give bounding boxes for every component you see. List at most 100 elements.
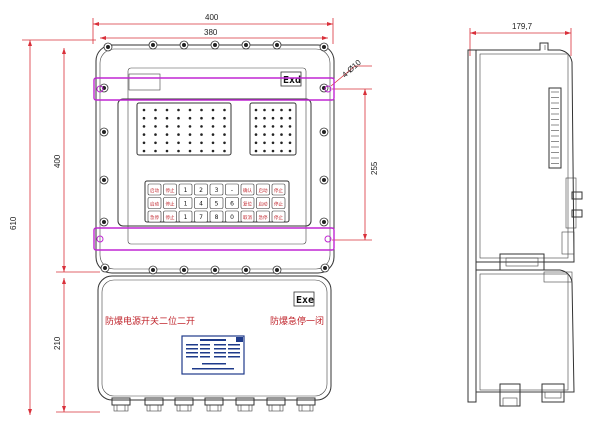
indicator-led-icon <box>254 116 258 120</box>
bolt-icon <box>319 217 329 227</box>
keypad-key[interactable]: 急停 <box>256 210 270 223</box>
keypad-key[interactable]: 停止 <box>163 183 177 196</box>
keypad-key[interactable]: 2 <box>194 183 208 196</box>
keypad-key[interactable]: 4 <box>194 197 208 209</box>
keypad-key-label: 1 <box>184 187 188 194</box>
keypad-key[interactable]: 0 <box>225 210 239 223</box>
indicator-led-icon <box>254 133 258 136</box>
bolt-icon <box>319 175 329 185</box>
bolt-icon <box>210 40 220 50</box>
indicator-led-icon <box>280 149 283 153</box>
indicator-led-icon <box>154 116 157 120</box>
indicator-led-icon <box>288 125 292 128</box>
indicator-led-icon <box>211 149 215 153</box>
emergency-stop-label: 防爆急停一闭 <box>270 315 324 327</box>
indicator-led-icon <box>165 133 169 136</box>
indicator-led-icon <box>211 108 215 112</box>
bolt-icon <box>100 263 110 273</box>
indicator-led-icon <box>188 125 192 128</box>
indicator-led-icon <box>165 108 169 112</box>
keypad-key[interactable]: 急停 <box>147 210 162 223</box>
cable-gland-icon <box>174 397 194 412</box>
bolt-icon <box>320 263 330 273</box>
side-view <box>467 42 583 407</box>
keypad-key-label: 启动 <box>259 187 268 194</box>
cable-gland-icon <box>296 397 316 412</box>
keypad-key[interactable]: 启动 <box>256 183 270 196</box>
keypad-key-label: 1 <box>184 214 188 221</box>
indicator-led-icon <box>288 108 292 112</box>
keypad-key[interactable]: 1 <box>178 210 193 223</box>
indicator-led-icon <box>154 125 157 128</box>
indicator-led-icon <box>200 133 203 136</box>
keypad-key-label: 停止 <box>274 187 283 194</box>
indicator-led-icon <box>288 116 292 120</box>
keypad-key[interactable]: 1 <box>178 197 193 209</box>
indicator-led-icon <box>142 116 146 120</box>
indicator-led-icon <box>223 108 226 112</box>
indicator-led-icon <box>142 125 146 128</box>
indicator-led-icon <box>165 125 169 128</box>
indicator-led-icon <box>263 149 266 153</box>
dimension-lower-height-label: 210 <box>53 336 62 350</box>
indicator-led-icon <box>263 133 266 136</box>
keypad-key[interactable]: 停止 <box>163 210 177 223</box>
bolt-icon <box>103 42 113 52</box>
indicator-led-icon <box>211 125 215 128</box>
indicator-led-icon <box>211 116 215 120</box>
keypad-key-label: 停止 <box>166 201 175 208</box>
keypad-key-label: 0 <box>230 214 234 221</box>
dimension-side-depth-label: 179,7 <box>512 22 533 31</box>
bolt-icon <box>99 175 109 185</box>
dimension-upper-height-label: 400 <box>53 154 62 168</box>
bolt-icon <box>210 265 220 275</box>
indicator-led-icon <box>165 149 169 153</box>
keypad-key[interactable]: - <box>225 183 239 196</box>
keypad-key[interactable]: 启动 <box>147 183 162 196</box>
keypad-key-label: 急停 <box>150 214 159 221</box>
keypad-key[interactable]: 3 <box>209 183 224 196</box>
bolt-icon <box>148 40 158 50</box>
dimension-hole-spec-label: 4-Ø10 <box>340 58 363 80</box>
keypad-key[interactable]: 8 <box>209 210 224 223</box>
indicator-led-icon <box>188 141 192 145</box>
indicator-led-icon <box>223 149 226 153</box>
keypad-key-label: 启动 <box>259 201 268 208</box>
keypad-key[interactable]: 复位 <box>240 197 255 209</box>
indicator-led-icon <box>280 133 283 136</box>
keypad-key[interactable]: 取消 <box>240 210 255 223</box>
bolt-icon <box>99 127 109 137</box>
keypad-key[interactable]: 6 <box>225 197 239 209</box>
keypad-key[interactable]: 停止 <box>271 210 286 223</box>
dimension-overall-width-label: 400 <box>205 13 219 22</box>
indicator-led-icon <box>188 116 192 120</box>
bolt-icon <box>319 83 329 93</box>
indicator-led-icon <box>271 141 275 145</box>
indicator-led-icon <box>177 108 180 112</box>
keypad-key[interactable]: 启动 <box>147 197 162 209</box>
keypad-key[interactable]: 启动 <box>256 197 270 209</box>
cable-gland-icon <box>144 397 164 412</box>
keypad-key[interactable]: 停止 <box>163 197 177 209</box>
indicator-led-icon <box>200 125 203 128</box>
indicator-led-icon <box>280 125 283 128</box>
right-indicator-panel <box>249 102 297 156</box>
dimension-total-height: 610 <box>9 39 96 415</box>
lower-enclosure <box>97 275 332 401</box>
dimension-overall-width: 400 <box>92 13 334 44</box>
keypad-key[interactable]: 5 <box>209 197 224 209</box>
mounting-bracket-top <box>93 77 335 101</box>
bolt-icon <box>319 127 329 137</box>
keypad-key[interactable]: 停止 <box>271 197 286 209</box>
keypad-key[interactable]: 确认 <box>240 183 255 196</box>
indicator-led-icon <box>280 108 283 112</box>
indicator-led-icon <box>200 149 203 153</box>
keypad-key[interactable]: 1 <box>178 183 193 196</box>
keypad-key[interactable]: 7 <box>194 210 208 223</box>
keypad-key-label: 启动 <box>150 201 159 208</box>
dimension-side-depth: 179,7 <box>469 22 572 56</box>
indicator-led-icon <box>263 116 266 120</box>
indicator-led-icon <box>254 141 258 145</box>
indicator-led-icon <box>271 116 275 120</box>
keypad-key[interactable]: 停止 <box>271 183 286 196</box>
